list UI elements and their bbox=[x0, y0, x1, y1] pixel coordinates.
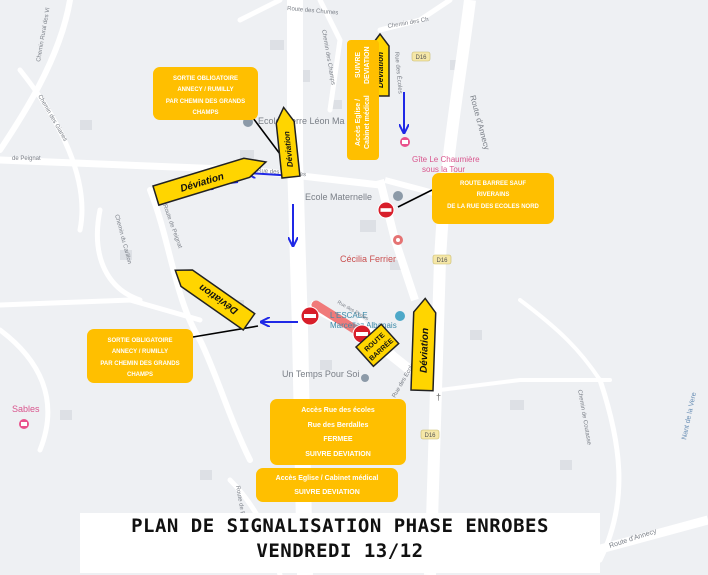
svg-text:Déviation: Déviation bbox=[282, 131, 295, 168]
label-route-b: Route de B bbox=[234, 485, 245, 516]
label-maternelle: Ecole Maternelle bbox=[305, 192, 372, 202]
callout-bottom-main: Accès Rue des écoles Rue des Berdalles F… bbox=[270, 399, 406, 465]
poi-maternelle-icon bbox=[393, 191, 403, 201]
no-entry-sign-1 bbox=[377, 201, 395, 219]
label-rue-ecoles: Rue des Écoles bbox=[393, 52, 404, 94]
no-entry-sign-2 bbox=[300, 306, 320, 326]
label-ecole: Ecole Pierre Léon Ma bbox=[258, 116, 345, 126]
deviation-arrow-sign-5: Déviation bbox=[410, 297, 437, 392]
svg-text:D16: D16 bbox=[415, 55, 427, 61]
label-gite1: Gîte Le Chaumière bbox=[412, 155, 480, 164]
deviation-arrow-sign-1: Déviation bbox=[152, 157, 268, 207]
plan-title: PLAN DE SIGNALISATION PHASE ENROBES VEND… bbox=[80, 513, 600, 573]
label-sables: Sables bbox=[12, 404, 40, 414]
poi-cecilia-icon bbox=[393, 235, 403, 245]
label-route-chumes: Route des Chumes bbox=[287, 6, 339, 16]
d16-shield-2: D16 bbox=[432, 254, 452, 265]
label-gite2: sous la Tour bbox=[422, 165, 465, 174]
poi-gite-icon bbox=[400, 137, 410, 147]
svg-text:D16: D16 bbox=[424, 433, 436, 439]
label-escale1: L'ESCALE bbox=[330, 311, 368, 320]
label-peignat: de Peignat bbox=[12, 156, 41, 162]
poi-sables-icon bbox=[19, 419, 29, 429]
label-temps: Un Temps Pour Soi bbox=[282, 369, 359, 379]
callout-bottom-small: Accès Eglise / Cabinet médical SUIVRE DE… bbox=[256, 468, 398, 502]
d16-shield-3: D16 bbox=[420, 429, 440, 440]
pointer-lines bbox=[192, 113, 433, 338]
callout-vertical-top: Accès Eglise / Cabinet médical SUIVRE DE… bbox=[347, 40, 379, 160]
poi-temps-icon bbox=[361, 374, 369, 382]
callout-mid-left: SORTIE OBLIGATOIRE ANNECY / RUMILLY PAR … bbox=[87, 329, 193, 383]
svg-text:Déviation: Déviation bbox=[419, 328, 432, 373]
callout-right: ROUTE BARREE SAUF RIVERAINS DE LA RUE DE… bbox=[432, 173, 554, 224]
svg-text:D16: D16 bbox=[436, 258, 448, 264]
deviation-arrow-sign-2: Déviation bbox=[275, 105, 301, 179]
label-cecilia: Cécilia Ferrier bbox=[340, 254, 396, 264]
plan-title-line1: PLAN DE SIGNALISATION PHASE ENROBES bbox=[131, 515, 549, 537]
church-icon: † bbox=[436, 392, 441, 402]
plan-title-line2: VENDREDI 13/12 bbox=[256, 540, 424, 562]
svg-text:Déviation: Déviation bbox=[376, 52, 385, 88]
callout-top-left: SORTIE OBLIGATOIRE ANNECY / RUMILLY PAR … bbox=[153, 67, 258, 120]
poi-escale-icon bbox=[395, 311, 405, 321]
d16-shield-1: D16 bbox=[411, 51, 431, 62]
